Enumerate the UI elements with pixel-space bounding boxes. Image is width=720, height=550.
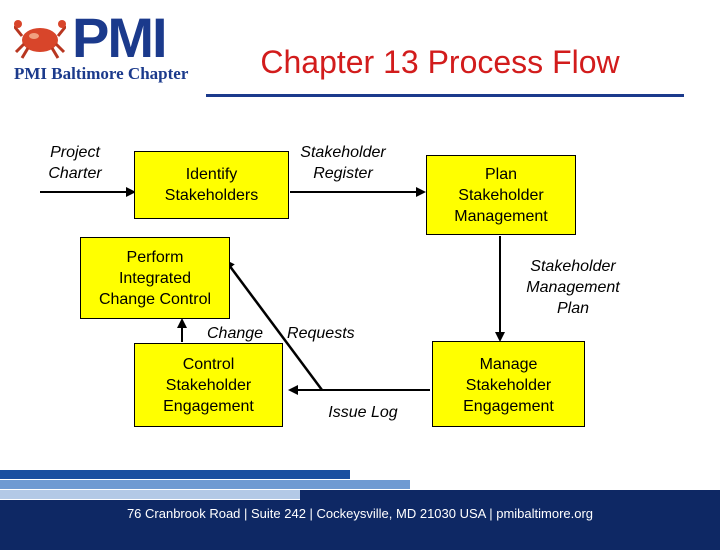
page-title: Chapter 13 Process Flow xyxy=(260,44,620,80)
process-manage-stakeholder-engagement: Manage Stakeholder Engagement xyxy=(432,341,585,427)
process-identify-stakeholders: Identify Stakeholders xyxy=(134,151,289,219)
output-stakeholder-management-plan: Stakeholder Management Plan xyxy=(526,258,620,317)
logo-wordmark: PMI xyxy=(72,6,168,69)
input-project-charter: Project Charter xyxy=(48,144,102,182)
process-perform-integrated-change-control: Perform Integrated Change Control xyxy=(80,237,230,319)
crab-icon xyxy=(14,20,66,59)
logo-subtitle: PMI Baltimore Chapter xyxy=(14,64,189,83)
output-stakeholder-register: Stakeholder Register xyxy=(300,144,386,182)
pmi-baltimore-logo: PMI PMI Baltimore Chapter xyxy=(8,8,208,88)
output-issue-log: Issue Log xyxy=(328,404,398,421)
process-control-stakeholder-engagement: Control Stakeholder Engagement xyxy=(134,343,283,427)
footer-stripe-2 xyxy=(0,480,410,489)
footer-stripe-1 xyxy=(0,470,350,479)
process-plan-stakeholder-management: Plan Stakeholder Management xyxy=(426,155,576,235)
title-rule xyxy=(206,94,684,97)
footer-stripe-3 xyxy=(0,490,300,499)
arrow-issuelog-to-perform xyxy=(224,259,324,391)
footer-address: 76 Cranbrook Road | Suite 242 | Cockeysv… xyxy=(126,506,594,521)
